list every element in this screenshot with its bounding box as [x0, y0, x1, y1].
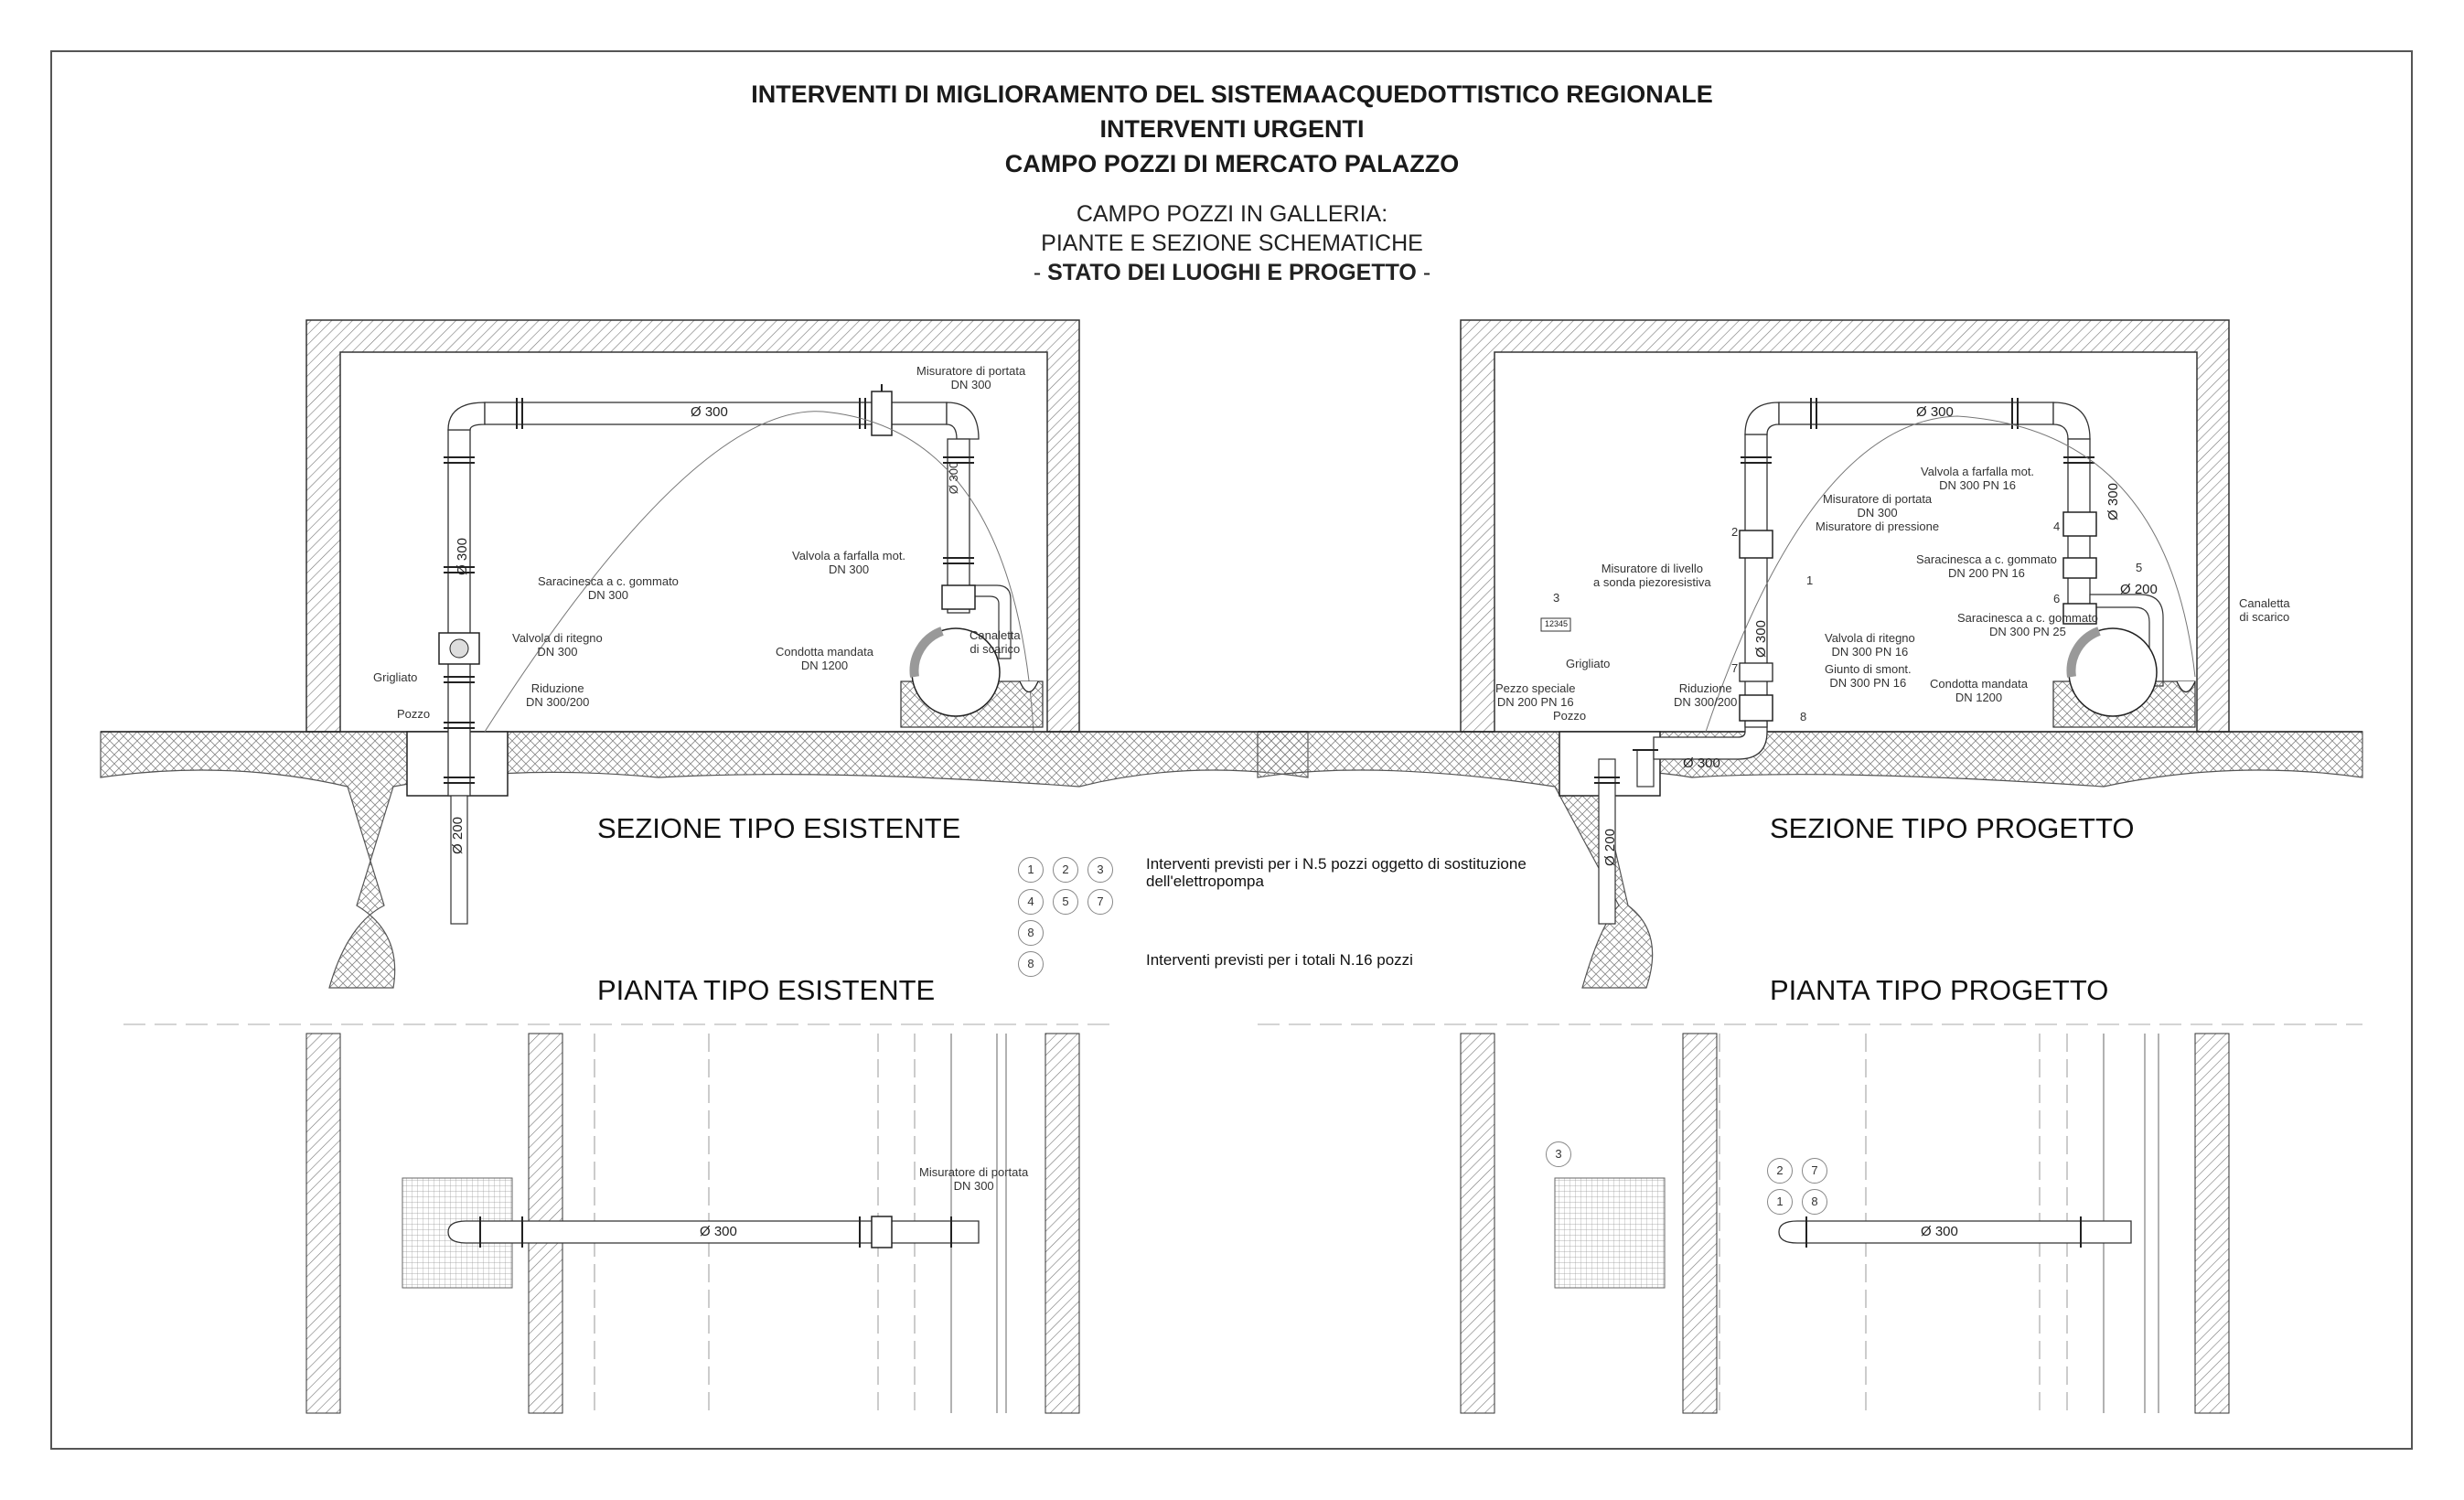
project-butterfly-label: Valvola a farfalla mot.DN 300 PN 16	[1921, 465, 2035, 492]
project-plan-pipe-label: Ø 300	[1921, 1224, 1958, 1239]
legend-marker: 4	[1018, 889, 1044, 915]
subtitle-line-3: - STATO DEI LUOGHI E PROGETTO -	[1033, 260, 1431, 285]
subtitle-line-1: CAMPO POZZI IN GALLERIA:	[1076, 201, 1388, 227]
plan-marker: 2	[1767, 1158, 1793, 1184]
existing-section-title: SEZIONE TIPO ESISTENTE	[597, 812, 961, 844]
subtitle-line-2: PIANTE E SEZIONE SCHEMATICHE	[1041, 230, 1423, 256]
plan-marker: 1	[1767, 1189, 1793, 1215]
project-marker-7: 7	[1731, 661, 1739, 675]
project-plan-drawing	[1258, 1023, 2362, 1414]
project-section-title: SEZIONE TIPO PROGETTO	[1770, 812, 2135, 844]
project-marker-4: 4	[2053, 520, 2061, 533]
existing-butterfly-label: Valvola a farfalla mot.DN 300	[792, 549, 906, 576]
existing-well-label: Pozzo	[397, 707, 431, 721]
project-grating-label: Grigliato	[1566, 657, 1611, 670]
plan-marker: 3	[1546, 1141, 1571, 1167]
legend-marker: 3	[1087, 857, 1113, 883]
project-horiz-pipe-label: Ø 300	[1683, 755, 1720, 771]
plan-marker: 7	[1802, 1158, 1827, 1184]
legend-marker: 7	[1087, 889, 1113, 915]
existing-well-pipe-label: Ø 200	[449, 817, 466, 854]
project-pipe-vert-label: Ø 300	[1752, 620, 1769, 658]
project-pipe-200-label: Ø 200	[2120, 582, 2158, 597]
project-marker-8: 8	[1800, 710, 1807, 723]
title-line-1: INTERVENTI DI MIGLIORAMENTO DEL SISTEMAA…	[751, 80, 1713, 108]
legend-marker: 1	[1018, 857, 1044, 883]
existing-pipe-right-label: Ø 300	[947, 461, 961, 495]
existing-section-drawing	[100, 319, 1309, 989]
legend-marker: 2	[1053, 857, 1078, 883]
legend-marker: 8	[1018, 951, 1044, 977]
project-marker-2: 2	[1731, 525, 1739, 539]
legend-text-2: Interventi previsti per i totali N.16 po…	[1146, 951, 1413, 969]
existing-plan-pipe-label: Ø 300	[700, 1224, 737, 1239]
existing-grating-label: Grigliato	[373, 670, 418, 684]
project-joint-label: Giunto di smont.DN 300 PN 16	[1825, 662, 1912, 690]
drawing-frame	[50, 50, 2413, 1450]
project-marker-1: 1	[1806, 573, 1814, 587]
project-plan-title: PIANTA TIPO PROGETTO	[1770, 974, 2109, 1006]
title-line-2: INTERVENTI URGENTI	[1099, 115, 1365, 143]
project-marker-3: 3	[1553, 591, 1560, 605]
project-well-pipe-label: Ø 200	[1602, 829, 1618, 866]
existing-pipe-top-label: Ø 300	[691, 404, 728, 420]
existing-plan-title: PIANTA TIPO ESISTENTE	[597, 974, 936, 1006]
project-marker-5: 5	[2136, 561, 2143, 574]
project-section-drawing	[1257, 319, 2363, 989]
legend-text-1: Interventi previsti per i N.5 pozzi ogge…	[1146, 855, 1527, 890]
project-sensor-box-label: 12345	[1545, 619, 1569, 628]
legend-marker: 8	[1018, 920, 1044, 946]
existing-plan-drawing	[123, 1023, 1111, 1414]
plan-marker: 8	[1802, 1189, 1827, 1215]
project-well-label: Pozzo	[1553, 709, 1587, 723]
project-pipe-top-label: Ø 300	[1916, 404, 1954, 420]
existing-pipe-vert-label: Ø 300	[454, 538, 470, 575]
title-line-3: CAMPO POZZI DI MERCATO PALAZZO	[1004, 150, 1460, 177]
project-pipe-right-label: Ø 300	[2105, 483, 2121, 520]
legend-marker: 5	[1053, 889, 1078, 915]
project-marker-6: 6	[2053, 592, 2061, 605]
